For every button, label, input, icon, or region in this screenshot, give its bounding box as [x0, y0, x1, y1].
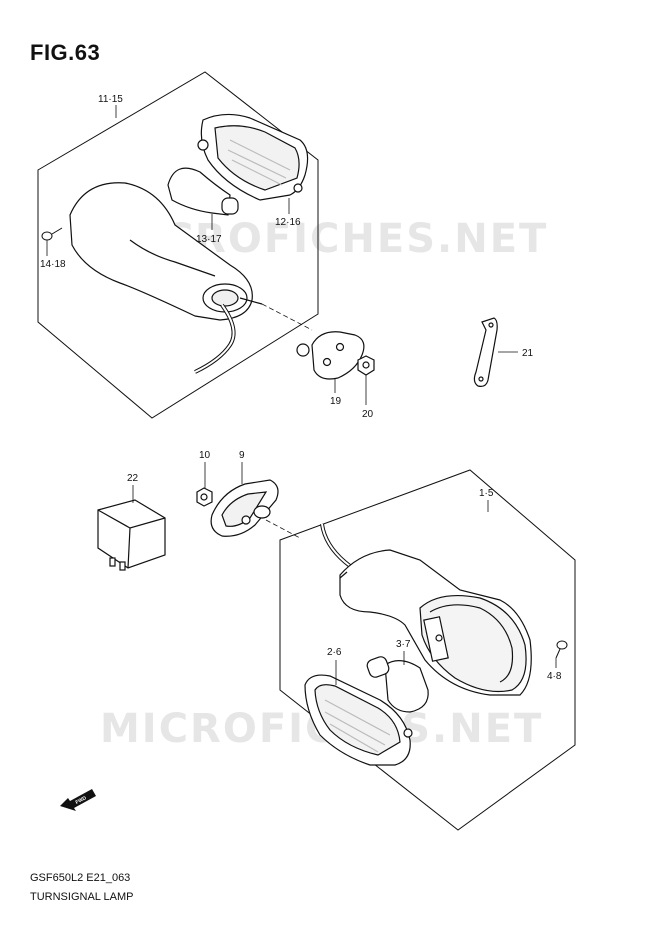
nut-20 — [357, 355, 375, 376]
bulb-3-7 — [366, 656, 429, 713]
callout-1-5: 1·5 — [479, 488, 494, 499]
leader-upper-gasket — [261, 303, 313, 331]
callout-21: 21 — [522, 348, 534, 359]
callout-2-6: 2·6 — [327, 647, 342, 658]
relay-22 — [97, 499, 166, 571]
callout-20: 20 — [362, 409, 374, 420]
leader-lines — [46, 105, 557, 685]
gasket-19 — [296, 331, 365, 380]
diagram-caption: TURNSIGNAL LAMP — [30, 891, 134, 903]
upper-housing — [69, 113, 309, 374]
lens-2-6 — [304, 674, 413, 766]
fwd-arrow-icon: FWD — [60, 789, 96, 811]
callout-14-18: 14·18 — [40, 259, 66, 270]
callout-9: 9 — [239, 450, 245, 461]
callout-22: 22 — [127, 473, 139, 484]
leader-gasket-lower — [265, 519, 301, 539]
lower-assembly-box — [279, 469, 576, 831]
callout-3-7: 3·7 — [396, 639, 411, 650]
bracket-21 — [473, 317, 498, 387]
callout-11-15: 11·15 — [98, 94, 123, 105]
callout-13-17: 13·17 — [196, 234, 222, 245]
callout-19: 19 — [330, 396, 342, 407]
gasket-9 — [210, 479, 279, 537]
screw-14-18 — [41, 227, 63, 241]
diagram-code: GSF650L2 E21_063 — [30, 872, 131, 884]
figure-title: FIG.63 — [30, 40, 101, 65]
callout-12-16: 12·16 — [275, 217, 301, 228]
lower-housing — [320, 523, 532, 696]
callout-10: 10 — [199, 450, 211, 461]
upper-assembly-box — [37, 71, 319, 419]
nut-10 — [196, 487, 213, 507]
screw-4-8 — [555, 640, 568, 659]
fwd-label: FWD — [75, 795, 88, 806]
callout-4-8: 4·8 — [547, 671, 562, 682]
